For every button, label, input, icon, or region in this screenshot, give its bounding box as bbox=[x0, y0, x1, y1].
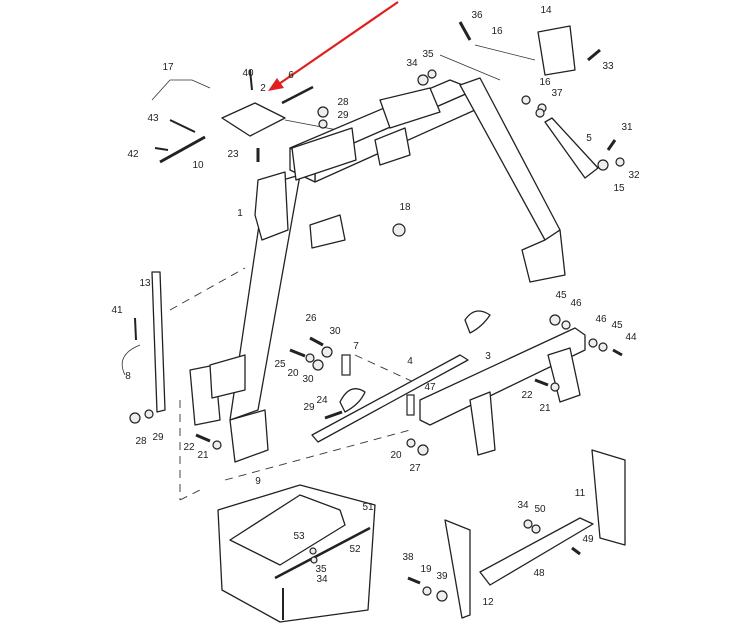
callout-label-c34a: 34 bbox=[406, 58, 418, 69]
callout-label-c52: 52 bbox=[349, 544, 361, 555]
callout-label-c8: 8 bbox=[125, 371, 131, 382]
part-10-pin bbox=[159, 135, 206, 164]
callout-label-c4: 4 bbox=[407, 356, 413, 367]
callout-label-c5: 5 bbox=[586, 133, 592, 144]
callout-label-c37: 37 bbox=[551, 88, 563, 99]
callout-label-c22a: 22 bbox=[183, 442, 195, 453]
callout-label-c16a: 16 bbox=[491, 26, 503, 37]
callout-label-c28b: 28 bbox=[337, 97, 349, 108]
callout-label-c21a: 21 bbox=[197, 450, 209, 461]
main-frame bbox=[189, 77, 566, 463]
callout-label-c27a: 27 bbox=[409, 463, 421, 474]
callout-label-c39: 39 bbox=[436, 571, 448, 582]
callout-label-c46b: 46 bbox=[595, 314, 607, 325]
callout-label-c45a: 45 bbox=[555, 290, 567, 301]
callout-label-c22b: 22 bbox=[521, 390, 533, 401]
callout-label-c48: 48 bbox=[533, 568, 545, 579]
callout-label-c29c: 29 bbox=[303, 402, 315, 413]
callout-label-c42: 42 bbox=[127, 149, 139, 160]
fasteners bbox=[121, 21, 625, 602]
callout-label-c30a: 30 bbox=[329, 326, 341, 337]
callout-label-c17: 17 bbox=[162, 62, 174, 73]
callout-label-c32: 32 bbox=[628, 170, 640, 181]
callout-label-c35b: 35 bbox=[315, 564, 327, 575]
callout-label-c34c: 34 bbox=[316, 574, 328, 585]
callout-label-c7: 7 bbox=[353, 341, 359, 352]
callout-label-c18: 18 bbox=[399, 202, 411, 213]
callout-label-c46a: 46 bbox=[570, 298, 582, 309]
callout-label-c28a: 28 bbox=[135, 436, 147, 447]
callout-label-c16b: 16 bbox=[539, 77, 551, 88]
callout-label-c29a: 29 bbox=[152, 432, 164, 443]
callout-label-c13: 13 bbox=[139, 278, 151, 289]
part-17-wire bbox=[151, 79, 211, 101]
callout-label-c31: 31 bbox=[621, 122, 633, 133]
callout-label-c11: 11 bbox=[575, 488, 586, 499]
callout-label-c15: 15 bbox=[613, 183, 625, 194]
callout-label-c47: 47 bbox=[424, 382, 436, 393]
callout-label-c9: 9 bbox=[255, 476, 261, 487]
callout-label-c3: 3 bbox=[485, 351, 491, 362]
callout-label-c35a: 35 bbox=[422, 49, 434, 60]
callout-label-c14: 14 bbox=[540, 5, 552, 16]
part-48-channel bbox=[479, 517, 594, 586]
callout-label-c36: 36 bbox=[471, 10, 483, 21]
callout-label-c6: 6 bbox=[288, 70, 294, 81]
callout-label-c26: 26 bbox=[305, 313, 317, 324]
callout-label-c49: 49 bbox=[582, 534, 594, 545]
callout-label-c53: 53 bbox=[293, 531, 305, 542]
callout-label-c10: 10 bbox=[192, 160, 204, 171]
part-6-pin bbox=[281, 85, 314, 105]
callout-label-c20a: 20 bbox=[287, 368, 299, 379]
callout-label-c34b: 34 bbox=[517, 500, 529, 511]
part-9-guard bbox=[229, 494, 346, 566]
callout-label-c19: 19 bbox=[420, 564, 432, 575]
part-11-plate bbox=[591, 449, 626, 546]
callout-label-c2: 2 bbox=[260, 83, 266, 94]
callout-label-c43: 43 bbox=[147, 113, 159, 124]
callout-label-c23: 23 bbox=[227, 149, 239, 160]
callout-label-c21b: 21 bbox=[539, 403, 551, 414]
part-13-bar bbox=[151, 271, 166, 413]
beams bbox=[311, 310, 586, 456]
callout-label-c40: 40 bbox=[242, 68, 254, 79]
callout-label-c44: 44 bbox=[625, 332, 637, 343]
part-14-bracket bbox=[537, 25, 576, 76]
callout-label-c33: 33 bbox=[602, 61, 614, 72]
callout-label-c45b: 45 bbox=[611, 320, 623, 331]
callout-label-c30b: 30 bbox=[302, 374, 314, 385]
callout-label-c29b: 29 bbox=[337, 110, 349, 121]
red-pointer-arrow bbox=[268, 1, 399, 91]
part-51-52-strip bbox=[274, 526, 371, 580]
callout-label-c25: 25 bbox=[274, 359, 286, 370]
part-5-link bbox=[544, 117, 599, 179]
callout-label-c1: 1 bbox=[237, 208, 243, 219]
callout-label-c41: 41 bbox=[111, 305, 123, 316]
callout-label-c38: 38 bbox=[402, 552, 414, 563]
callout-label-c50: 50 bbox=[534, 504, 546, 515]
part-2-block bbox=[221, 102, 286, 137]
part-12-plate bbox=[444, 519, 471, 619]
callout-label-c20b: 20 bbox=[390, 450, 402, 461]
callout-label-c12: 12 bbox=[482, 597, 494, 608]
callout-labels: 1234567891011121314151616171819202021212… bbox=[111, 5, 640, 608]
callout-label-c51: 51 bbox=[362, 502, 374, 513]
callout-label-c24: 24 bbox=[316, 395, 328, 406]
